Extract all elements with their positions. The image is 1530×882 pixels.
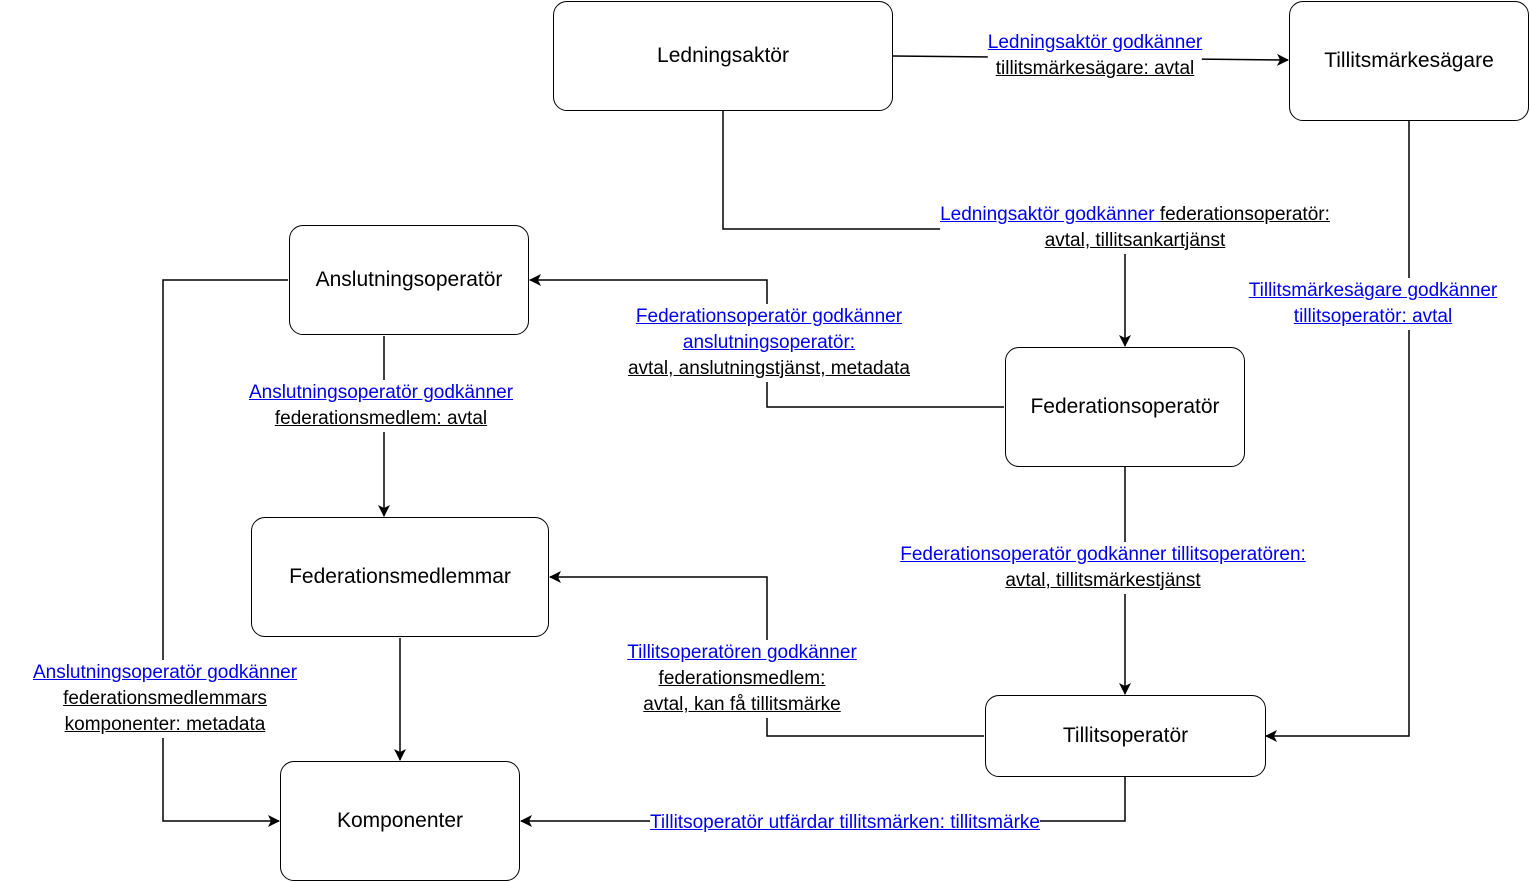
edge-anslutningsoperator-komponenter [162,279,288,827]
node-tillitsmarkesagare[interactable]: Tillitsmärkesägare [1289,1,1529,121]
edge-label-e7-line3: avtal, kan få tillitsmärke [643,694,841,715]
edge-label-e2-line2: avtal, tillitsankartjänst [1044,230,1226,251]
edge-label-tillitsoperator-federationsmedlemmar: Tillitsoperatören godkänner federationsm… [627,640,857,718]
edge-label-e2-line1-text: federationsoperatör: [1159,204,1330,225]
edge-label-e1-line1[interactable]: Ledningsaktör godkänner [987,32,1203,53]
edge-label-e6-line1[interactable]: Federationsoperatör godkänner tillitsope… [900,544,1306,565]
edge-label-e4-line1[interactable]: Federationsoperatör godkänner [635,306,903,327]
node-komponenter-label: Komponenter [336,809,464,832]
edge-label-anslutningsoperator-federationsmedlemmar: Anslutningsoperatör godkänner federation… [248,380,514,432]
node-anslutningsoperator-label: Anslutningsoperatör [315,268,503,291]
edge-label-e8-line1[interactable]: Anslutningsoperatör godkänner [32,662,298,683]
edge-label-e4-line2[interactable]: anslutningsoperatör: [682,332,856,353]
node-federationsoperator-label: Federationsoperatör [1030,395,1220,418]
edge-label-anslutningsoperator-komponenter: Anslutningsoperatör godkänner federation… [32,660,298,738]
edge-label-e1-line2: tillitsmärkesägare: avtal [995,58,1195,79]
edge-label-tillitsmarkesagare-tillitsoperator: Tillitsmärkesägare godkänner tillitsoper… [1248,278,1498,330]
edge-label-e2-line1-link[interactable]: Ledningsaktör godkänner [940,204,1160,225]
edge-label-e3-line1[interactable]: Tillitsmärkesägare godkänner [1248,280,1498,301]
edge-ledningsaktor-federationsoperator [722,111,1131,347]
node-komponenter[interactable]: Komponenter [280,761,520,881]
edge-label-e7-line2: federationsmedlem: [658,668,826,689]
edge-label-tillitsoperator-komponenter: Tillitsoperatör utfärdar tillitsmärken: … [650,810,1040,836]
edge-label-ledningsaktor-federationsoperator: Ledningsaktör godkänner federationsopera… [940,202,1330,254]
edge-label-e4-line3: avtal, anslutningstjänst, metadata [627,358,911,379]
edge-label-federationsoperator-tillitsoperator: Federationsoperatör godkänner tillitsope… [900,542,1306,594]
node-anslutningsoperator[interactable]: Anslutningsoperatör [289,225,529,335]
edge-label-e8-line2: federationsmedlemmars [63,688,267,709]
edge-label-e8-line3: komponenter: metadata [64,714,266,735]
node-ledningsaktor-label: Ledningsaktör [657,44,789,67]
edge-label-ledningsaktor-tillitsmarkesagare: Ledningsaktör godkänner tillitsmärkesäga… [987,30,1203,82]
node-federationsmedlemmar[interactable]: Federationsmedlemmar [251,517,549,637]
node-federationsmedlemmar-label: Federationsmedlemmar [289,565,511,588]
node-tillitsoperator-label: Tillitsoperatör [1062,724,1189,747]
node-federationsoperator[interactable]: Federationsoperatör [1005,347,1245,467]
edge-label-e6-line2: avtal, tillitsmärkestjänst [1005,570,1201,591]
edge-label-federationsoperator-anslutningsoperator: Federationsoperatör godkänner anslutning… [627,304,911,382]
node-ledningsaktor[interactable]: Ledningsaktör [553,1,893,111]
node-tillitsmarkesagare-label: Tillitsmärkesägare [1324,49,1494,72]
node-tillitsoperator[interactable]: Tillitsoperatör [985,695,1266,777]
edge-label-e7-line1[interactable]: Tillitsoperatören godkänner [627,642,857,663]
edge-label-e9-line1[interactable]: Tillitsoperatör utfärdar tillitsmärken: … [650,812,1040,833]
edge-label-e5-line1[interactable]: Anslutningsoperatör godkänner [248,382,514,403]
edge-label-e3-line2[interactable]: tillitsoperatör: avtal [1293,306,1453,327]
edge-label-e5-line2: federationsmedlem: avtal [274,408,488,429]
